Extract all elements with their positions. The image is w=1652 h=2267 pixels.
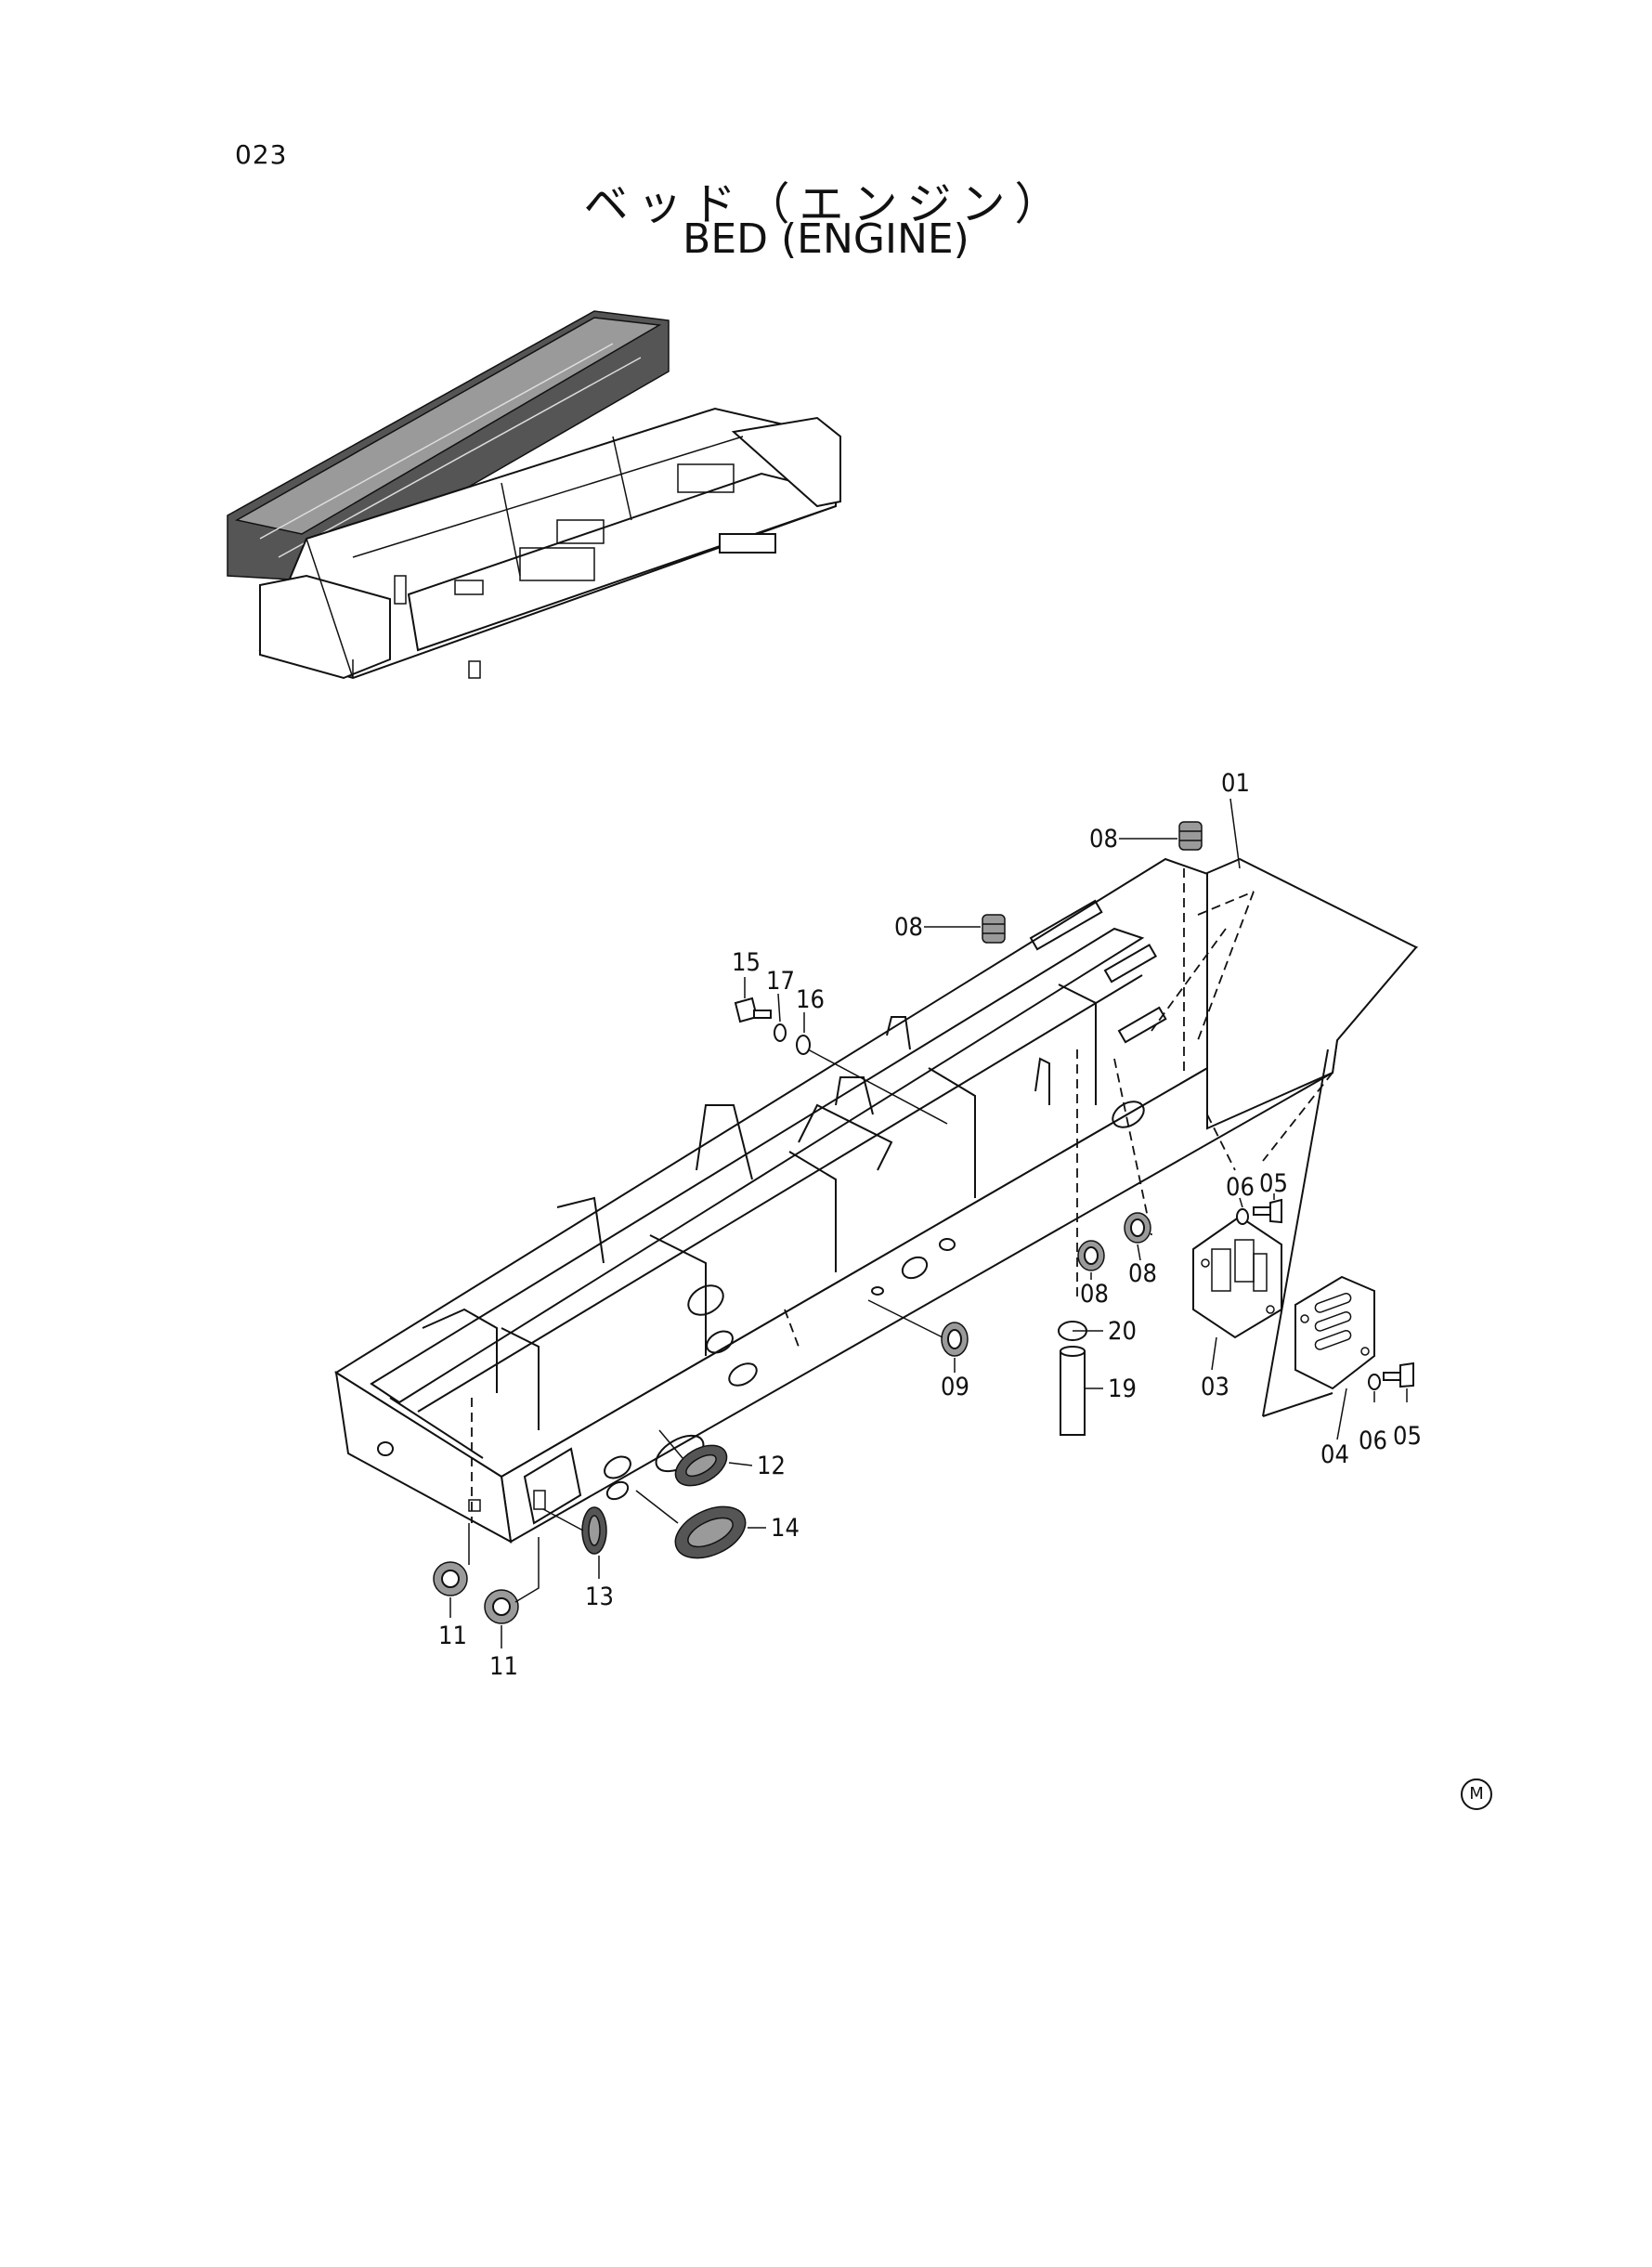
callout-03: 03 xyxy=(1201,1373,1229,1401)
callout-06: 06 xyxy=(1226,1173,1255,1202)
part-19-pipe xyxy=(1060,1346,1086,1436)
part-05-bolt-upper xyxy=(1253,1198,1282,1224)
callout-labels: 01 08 08 15 17 16 06 05 08 08 20 09 19 0… xyxy=(438,769,1422,1681)
part-05-bolt-lower xyxy=(1383,1362,1414,1388)
callout-17: 17 xyxy=(766,967,795,996)
callout-11: 11 xyxy=(489,1652,518,1681)
callout-06: 06 xyxy=(1359,1427,1387,1455)
callout-11: 11 xyxy=(438,1622,467,1650)
part-04-cover xyxy=(1294,1275,1375,1390)
callout-08: 08 xyxy=(1080,1280,1109,1309)
callout-04: 04 xyxy=(1320,1440,1349,1469)
part-16-washer xyxy=(796,1035,811,1055)
callout-08: 08 xyxy=(1128,1259,1157,1288)
part-03-cover xyxy=(1192,1215,1282,1339)
bed-frame-assembly xyxy=(334,857,1419,1544)
part-13-grommet xyxy=(581,1506,607,1555)
part-20-clip xyxy=(1058,1321,1088,1341)
callout-05: 05 xyxy=(1393,1422,1422,1451)
part-08-grommet-c xyxy=(1077,1240,1105,1271)
callout-20: 20 xyxy=(1108,1317,1137,1346)
callout-19: 19 xyxy=(1108,1375,1137,1403)
callout-13: 13 xyxy=(585,1583,614,1611)
part-06-washer-upper xyxy=(1236,1208,1249,1225)
part-15-bolt xyxy=(734,997,772,1023)
circled-m-mark: M xyxy=(1461,1778,1492,1810)
callout-08: 08 xyxy=(1089,825,1118,853)
part-17-washer xyxy=(774,1023,787,1042)
callout-12: 12 xyxy=(757,1452,786,1480)
leader-lines xyxy=(449,798,1408,1648)
callout-05: 05 xyxy=(1259,1169,1288,1198)
part-11-grommet-b xyxy=(484,1589,519,1624)
callout-16: 16 xyxy=(796,985,825,1014)
part-06-washer-lower xyxy=(1368,1374,1381,1390)
part-08-grommet-a xyxy=(1178,821,1203,851)
title-english: BED (ENGINE) xyxy=(683,215,969,263)
part-14-grommet xyxy=(674,1505,747,1559)
callout-15: 15 xyxy=(732,948,761,977)
part-08-grommet-d xyxy=(1124,1212,1151,1244)
callout-14: 14 xyxy=(771,1514,800,1543)
part-11-grommet-a xyxy=(433,1561,468,1596)
callout-01: 01 xyxy=(1221,769,1250,798)
title-japanese: ベッド（エンジン） xyxy=(583,178,1069,230)
page-number: 023 xyxy=(235,139,288,170)
part-12-grommet xyxy=(674,1444,728,1487)
part-08-grommet-b xyxy=(982,914,1006,944)
callout-09: 09 xyxy=(941,1373,969,1401)
overview-frame-illustration xyxy=(227,310,841,680)
callout-08: 08 xyxy=(894,913,923,942)
part-09-grommet xyxy=(941,1322,969,1357)
